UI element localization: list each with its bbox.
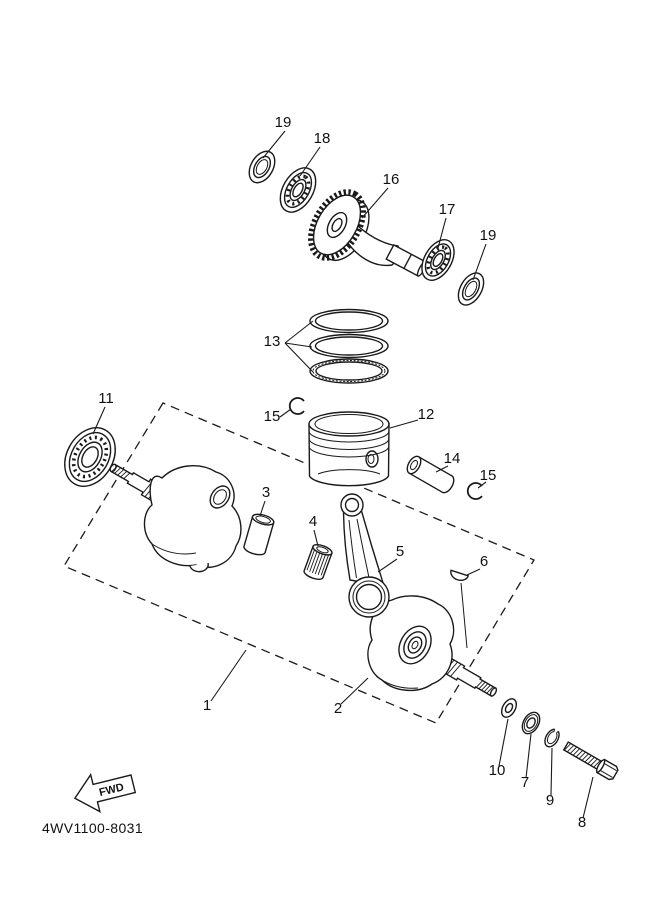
crankshaft-left-drawing — [109, 463, 242, 573]
callout-6: 6 — [480, 553, 488, 570]
callout-10: 10 — [489, 762, 506, 779]
bearing-11-drawing — [64, 427, 116, 487]
callout-3: 3 — [262, 484, 270, 501]
callout-13: 13 — [264, 333, 281, 350]
connecting-rod-drawing — [340, 493, 390, 618]
bolt-8-drawing — [562, 741, 619, 781]
callout-16: 16 — [383, 171, 400, 188]
balancer-16-drawing — [308, 189, 427, 277]
callout-19-top-right: 19 — [480, 227, 497, 244]
callout-8: 8 — [578, 814, 586, 831]
oil-seal-19-right-drawing — [457, 272, 485, 306]
piston-drawing — [308, 411, 390, 487]
callout-12: 12 — [418, 406, 435, 423]
circlip-15-left-drawing — [288, 397, 305, 415]
assembly-outline-dashed — [63, 402, 535, 724]
part-code-label: 4WV1100-8031 — [42, 820, 143, 836]
circlip-15-right-drawing — [466, 482, 483, 500]
woodruff-key-drawing — [450, 569, 470, 649]
crankshaft-right-drawing — [367, 595, 498, 697]
piston-pin-drawing — [406, 455, 455, 494]
crank-pin-drawing — [243, 513, 275, 556]
bearing-18-drawing — [279, 167, 317, 213]
washer-10-drawing — [500, 698, 518, 718]
callout-18: 18 — [314, 130, 331, 147]
callout-11: 11 — [98, 390, 114, 407]
callout-9: 9 — [546, 792, 554, 809]
callout-7: 7 — [521, 774, 529, 791]
callout-labels: 19 18 16 17 19 13 15 12 14 15 11 3 4 5 6… — [98, 114, 586, 831]
lock-washer-9-drawing — [544, 728, 560, 748]
callout-17: 17 — [439, 201, 456, 218]
oil-seal-19-left-drawing — [248, 150, 276, 184]
callout-4: 4 — [309, 513, 317, 530]
callout-1: 1 — [203, 697, 211, 714]
piston-rings-drawing — [309, 308, 389, 384]
callout-15-right: 15 — [480, 467, 497, 484]
needle-bearing-drawing — [303, 544, 333, 580]
bearing-17-drawing — [421, 239, 455, 281]
callout-2: 2 — [334, 700, 342, 717]
callout-14: 14 — [444, 450, 461, 467]
callout-19-top-left: 19 — [275, 114, 292, 131]
fwd-arrow: FWD — [73, 773, 137, 813]
leader-lines — [92, 130, 594, 819]
callout-5: 5 — [396, 543, 404, 560]
callout-15-left: 15 — [264, 408, 281, 425]
washer-7-drawing — [521, 711, 541, 735]
fwd-arrow-label: FWD — [98, 781, 125, 799]
